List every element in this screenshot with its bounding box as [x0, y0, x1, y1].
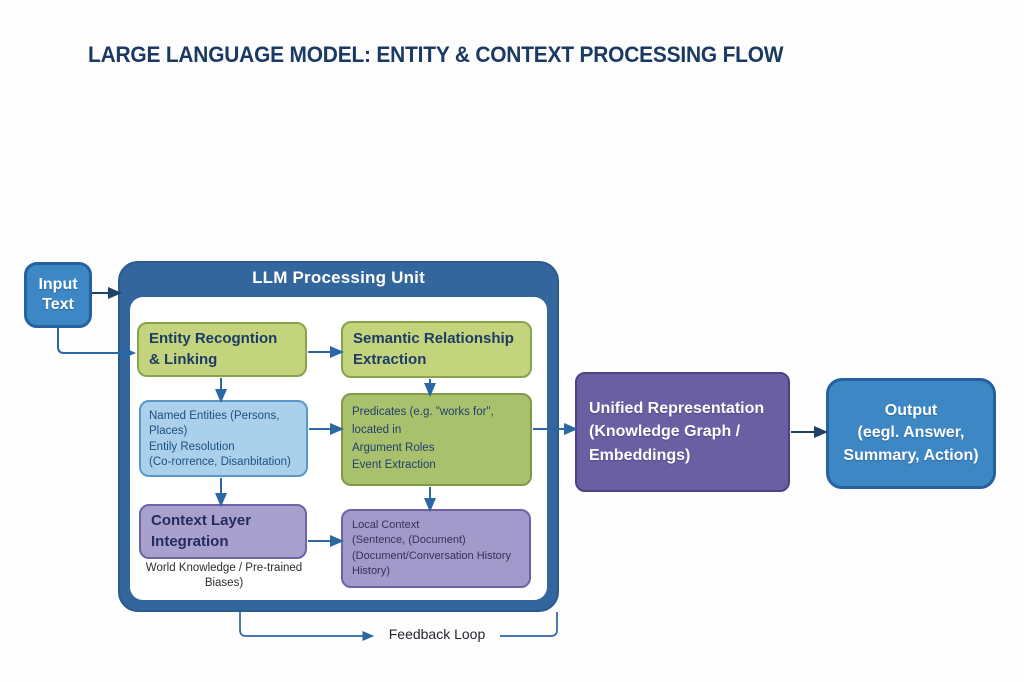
node-predicates: Predicates (e.g. "works for", located in… — [341, 393, 532, 486]
node-semantic-relationship-extraction: Semantic Relationship Extraction — [341, 321, 532, 378]
node-entity-recognition: Entity Recogntion & Linking — [137, 322, 307, 377]
node-output: Output (eegl. Answer, Summary, Action) — [826, 378, 996, 489]
feedback-loop-label: Feedback Loop — [388, 626, 486, 642]
node-context-layer-integration: Context Layer Integration — [139, 504, 307, 559]
world-knowledge-caption: World Knowledge / Pre-trained Biases) — [145, 562, 303, 589]
llm-container-title: LLM Processing Unit — [252, 268, 425, 287]
node-input-text: Input Text — [24, 262, 92, 328]
node-unified-representation: Unified Representation (Knowledge Graph … — [575, 372, 790, 492]
page-title: LARGE LANGUAGE MODEL: ENTITY & CONTEXT P… — [88, 42, 784, 67]
node-named-entities: Named Entities (Persons, Places) Entily … — [139, 400, 308, 477]
arrow-input-to-entity — [57, 328, 136, 359]
arrow-feedback-left — [239, 611, 375, 642]
line-feedback-right — [500, 612, 558, 637]
node-local-context: Local Context (Sentence, (Document) (Doc… — [341, 509, 531, 588]
